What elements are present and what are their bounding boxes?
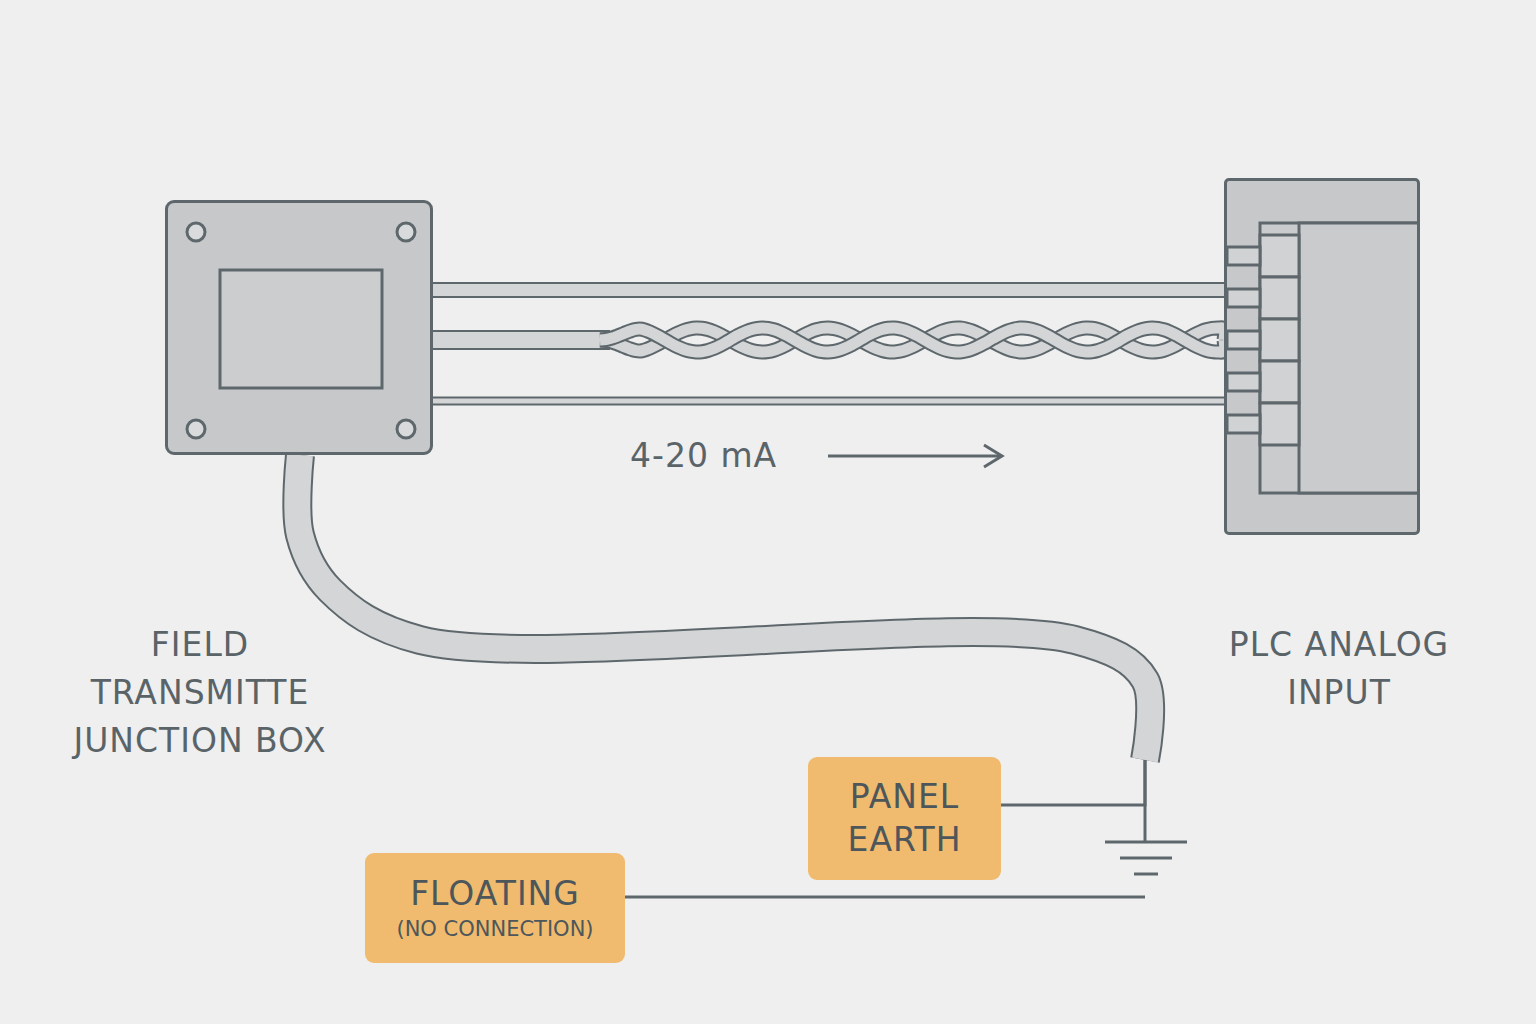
wire-fill bbox=[433, 399, 1224, 404]
terminal bbox=[1260, 361, 1299, 403]
junction-box-detail bbox=[168, 203, 430, 452]
wire-fill bbox=[433, 284, 1224, 296]
twisted-pair bbox=[433, 328, 1225, 352]
wire-outline bbox=[433, 330, 610, 350]
floating-shield-wire bbox=[625, 896, 1145, 899]
floating-tag: FLOATING(NO CONNECTION) bbox=[365, 853, 625, 963]
wire-fill bbox=[297, 455, 1150, 760]
wire-outline bbox=[600, 328, 1225, 352]
terminal bbox=[1260, 403, 1299, 445]
component-label: PLC ANALOG INPUT bbox=[1219, 621, 1459, 717]
wire-outline bbox=[433, 397, 1224, 406]
module-face bbox=[1299, 223, 1417, 493]
cable-wire bbox=[433, 401, 1224, 402]
plc-analog-input: PLC ANALOG INPUT bbox=[1224, 178, 1420, 535]
terminal-entry bbox=[1227, 415, 1260, 433]
screw bbox=[187, 223, 205, 241]
screw bbox=[397, 420, 415, 438]
terminal bbox=[1260, 277, 1299, 319]
ground-bar bbox=[1134, 873, 1158, 876]
wire-fill bbox=[433, 332, 610, 348]
terminal bbox=[1260, 235, 1299, 277]
terminal-entry bbox=[1227, 247, 1260, 265]
junction-box: FIELD TRANSMITTE JUNCTION BOX bbox=[165, 200, 433, 455]
shield-drain-cable bbox=[297, 455, 1150, 805]
arrow-head bbox=[984, 445, 1002, 467]
wire-outline bbox=[297, 455, 1150, 760]
wire-fill bbox=[600, 328, 1225, 352]
cover-window bbox=[220, 270, 382, 388]
tag-title: PANEL EARTH bbox=[822, 776, 987, 862]
terminal-block bbox=[1227, 181, 1417, 532]
signal-arrow bbox=[828, 445, 1002, 467]
earth-bond-wire bbox=[1001, 760, 1145, 805]
terminal bbox=[1260, 319, 1299, 361]
wire-outline bbox=[433, 282, 1224, 298]
component-label: FIELD TRANSMITTE JUNCTION BOX bbox=[45, 621, 355, 765]
arrow-shaft bbox=[828, 455, 1000, 458]
terminal-entry bbox=[1227, 373, 1260, 391]
wire-outline bbox=[600, 328, 1225, 352]
tag-note: (NO CONNECTION) bbox=[396, 916, 593, 943]
tag-title: FLOATING bbox=[410, 873, 580, 916]
signal-label: 4-20 mA bbox=[630, 436, 777, 475]
screw bbox=[397, 223, 415, 241]
ground-bar bbox=[1120, 857, 1172, 860]
ground-bar bbox=[1105, 841, 1187, 844]
module-frame bbox=[1260, 223, 1417, 493]
terminal-entry bbox=[1227, 331, 1260, 349]
screw bbox=[187, 420, 205, 438]
earth-tag: PANEL EARTH bbox=[808, 757, 1001, 880]
cable-wire bbox=[433, 290, 1224, 291]
terminal-entry bbox=[1227, 289, 1260, 307]
wire-fill bbox=[600, 328, 1225, 352]
